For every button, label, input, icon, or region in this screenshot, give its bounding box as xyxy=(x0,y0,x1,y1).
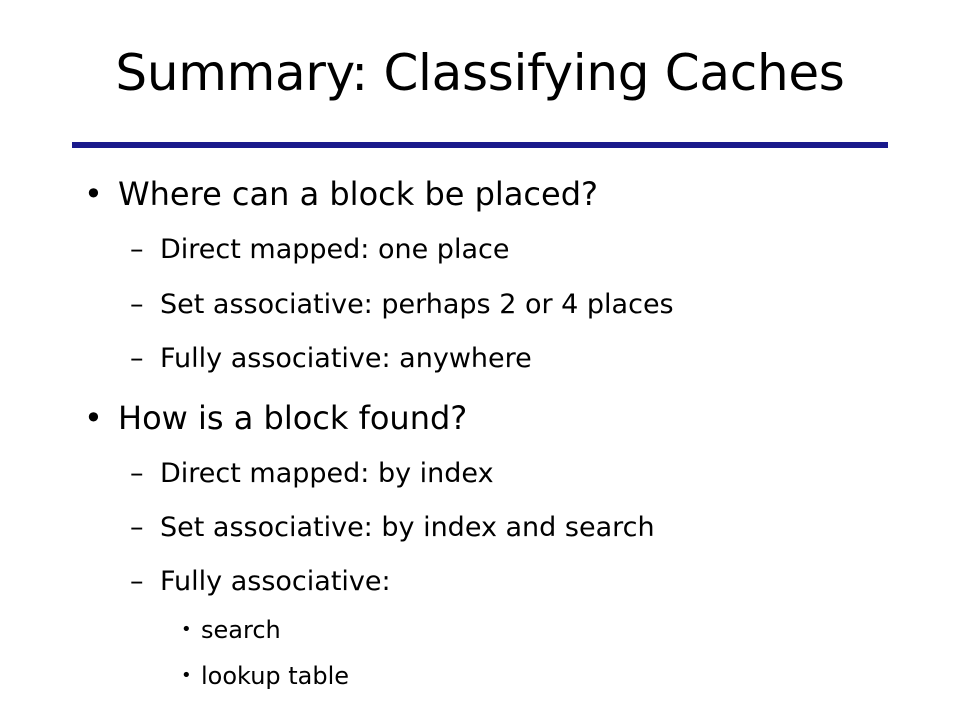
sub-item-text: Set associative: by index and search xyxy=(160,512,655,543)
dash-marker: – xyxy=(130,234,144,265)
small-bullet-dot: • xyxy=(181,619,192,640)
sub-item-text: Fully associative: anywhere xyxy=(160,343,532,374)
bullet-dot: • xyxy=(84,175,103,213)
dash-marker: – xyxy=(130,289,144,320)
sub-item-text: Fully associative: xyxy=(160,566,391,597)
sub-item-text: Direct mapped: one place xyxy=(160,234,510,265)
bullet-heading: How is a block found? xyxy=(118,399,468,437)
small-bullet-dot: • xyxy=(181,665,192,686)
slide-title: Summary: Classifying Caches xyxy=(115,44,845,102)
dash-marker: – xyxy=(130,566,144,597)
sub-sub-item-text: lookup table xyxy=(201,662,350,690)
dash-marker: – xyxy=(130,512,144,543)
dash-marker: – xyxy=(130,458,144,489)
title-underline xyxy=(72,142,888,148)
dash-marker: – xyxy=(130,343,144,374)
sub-item-text: Direct mapped: by index xyxy=(160,458,494,489)
sub-item-text: Set associative: perhaps 2 or 4 places xyxy=(160,289,674,320)
bullet-heading: Where can a block be placed? xyxy=(118,175,598,213)
bullet-dot: • xyxy=(84,399,103,437)
sub-sub-item-text: search xyxy=(201,616,281,644)
